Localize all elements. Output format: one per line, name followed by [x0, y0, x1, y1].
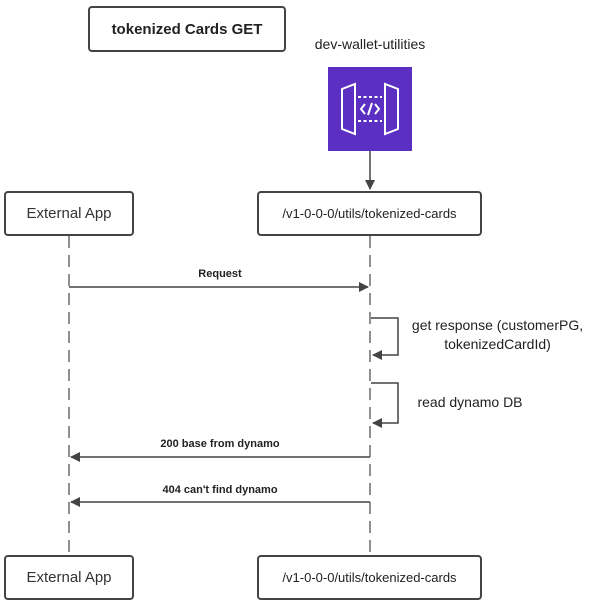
- participant-endpoint-top: /v1-0-0-0/utils/tokenized-cards: [257, 191, 482, 236]
- message-label-get-response-line-1: get response (customerPG,: [411, 317, 584, 333]
- message-label-read-dynamo: read dynamo DB: [417, 394, 523, 410]
- api-gateway-icon: [328, 67, 412, 151]
- message-label-request: Request: [198, 268, 242, 280]
- participant-external-app-top: External App: [4, 191, 134, 236]
- message-arrow-read-dynamo: [371, 382, 399, 428]
- participant-endpoint-bottom: /v1-0-0-0/utils/tokenized-cards: [257, 555, 482, 600]
- participant-external-app-bottom: External App: [4, 555, 134, 600]
- diagram-title: tokenized Cards GET: [88, 6, 286, 52]
- message-label-get-response-line-2: tokenizedCardId): [444, 336, 551, 352]
- message-label-404: 404 can't find dynamo: [162, 484, 278, 496]
- message-arrow-get-response: [371, 317, 399, 360]
- message-label-200: 200 base from dynamo: [160, 438, 280, 450]
- service-name: dev-wallet-utilities: [314, 36, 426, 52]
- message-label-get-response: get response (customerPG, tokenizedCardI…: [400, 316, 595, 354]
